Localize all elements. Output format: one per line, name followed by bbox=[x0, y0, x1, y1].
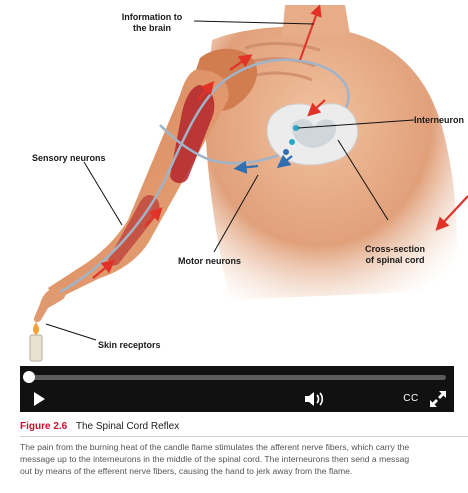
fullscreen-icon bbox=[428, 389, 448, 409]
figure-caption: Figure 2.6 The Spinal Cord Reflex The pa… bbox=[20, 421, 468, 477]
label-motor-neurons: Motor neurons bbox=[178, 256, 241, 267]
label-sensory-neurons: Sensory neurons bbox=[32, 153, 106, 164]
label-skin-receptors: Skin receptors bbox=[98, 340, 161, 351]
caption-line-1: The pain from the burning heat of the ca… bbox=[20, 441, 468, 453]
reflex-anatomy-drawing bbox=[0, 0, 468, 366]
candle bbox=[30, 335, 42, 361]
label-information-to-brain: Information to the brain bbox=[110, 12, 194, 34]
spinal-reflex-illustration: Information to the brain Interneuron Sen… bbox=[0, 0, 468, 366]
label-interneuron: Interneuron bbox=[414, 115, 464, 126]
play-button[interactable] bbox=[30, 390, 48, 408]
fullscreen-button[interactable] bbox=[428, 389, 448, 409]
spinal-cord-cross-section bbox=[267, 104, 357, 165]
caption-line-3: out by means of the efferent nerve fiber… bbox=[20, 465, 468, 477]
caption-heading: Figure 2.6 The Spinal Cord Reflex bbox=[20, 421, 468, 437]
figure-number: Figure 2.6 bbox=[20, 421, 67, 432]
video-player-controls: CC bbox=[20, 366, 454, 412]
progress-bar[interactable] bbox=[28, 375, 446, 380]
caption-line-2: message up to the interneurons in the mi… bbox=[20, 453, 468, 465]
caption-body: The pain from the burning heat of the ca… bbox=[20, 441, 468, 477]
candle-flame bbox=[33, 322, 39, 335]
volume-icon bbox=[303, 390, 325, 408]
figure-title: The Spinal Cord Reflex bbox=[76, 421, 179, 432]
volume-button[interactable] bbox=[303, 390, 325, 408]
closed-captions-button[interactable]: CC bbox=[401, 391, 421, 406]
neck bbox=[282, 5, 350, 38]
scrubber-handle[interactable] bbox=[23, 371, 35, 383]
play-icon bbox=[30, 390, 48, 408]
label-cross-section: Cross-section of spinal cord bbox=[360, 244, 430, 266]
